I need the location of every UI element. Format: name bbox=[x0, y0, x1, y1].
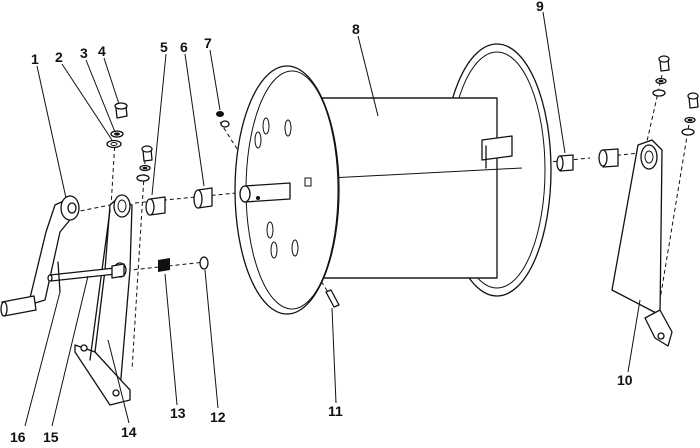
spring-icon bbox=[158, 256, 209, 272]
callout-5: 5 bbox=[160, 39, 168, 55]
left-frame-icon bbox=[74, 194, 133, 406]
callout-2: 2 bbox=[55, 49, 63, 65]
callout-10: 10 bbox=[617, 372, 633, 388]
callout-15: 15 bbox=[43, 429, 59, 445]
washer-icon bbox=[106, 77, 696, 182]
callout-8: 8 bbox=[352, 21, 360, 37]
bolt-icon bbox=[114, 55, 699, 162]
callout-14: 14 bbox=[121, 424, 137, 440]
callout-6: 6 bbox=[180, 39, 188, 55]
callout-7: 7 bbox=[204, 35, 212, 51]
leader-lines bbox=[24, 11, 641, 427]
callout-11: 11 bbox=[328, 403, 343, 419]
pin-icon bbox=[47, 261, 340, 308]
callout-labels: 1 2 3 4 5 6 7 8 9 10 11 12 13 14 15 16 bbox=[10, 0, 633, 445]
hose-reel-drum-icon bbox=[234, 43, 552, 315]
callout-12: 12 bbox=[210, 409, 226, 425]
callout-1: 1 bbox=[31, 51, 39, 67]
callout-13: 13 bbox=[170, 405, 186, 421]
callout-4: 4 bbox=[98, 43, 106, 59]
callout-3: 3 bbox=[80, 45, 88, 61]
bushing-icon bbox=[145, 148, 619, 216]
right-frame-icon bbox=[611, 139, 673, 347]
callout-9: 9 bbox=[536, 0, 544, 14]
crank-handle-icon bbox=[0, 195, 80, 317]
callout-16: 16 bbox=[10, 429, 26, 445]
